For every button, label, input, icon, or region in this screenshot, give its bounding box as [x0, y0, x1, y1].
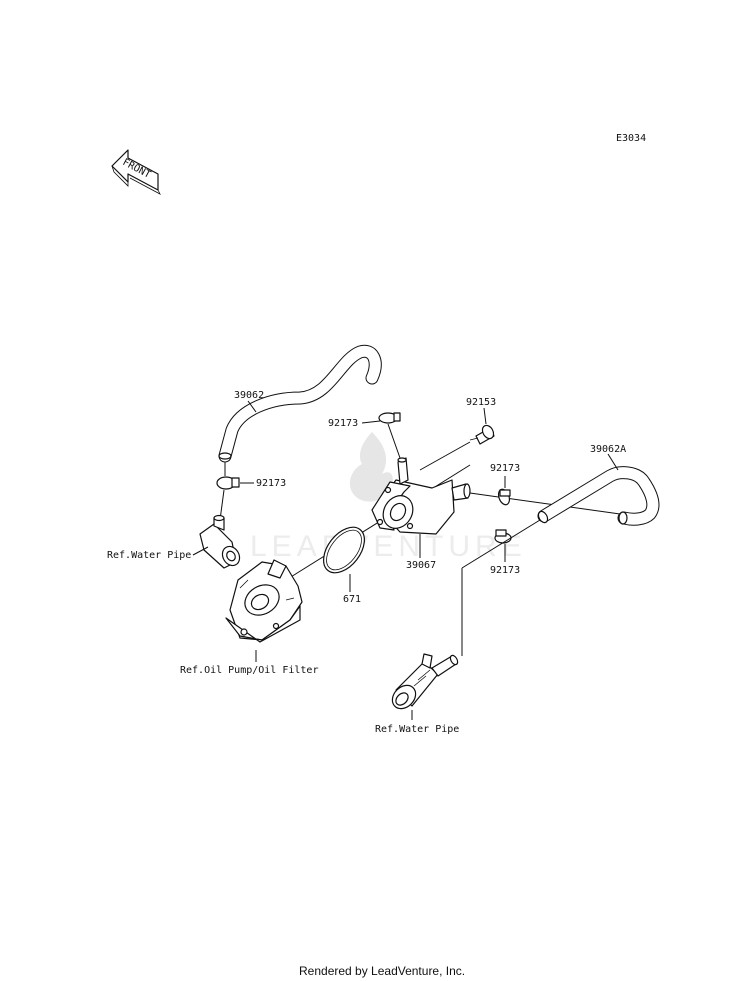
- leader-clamp-to-cooler: [387, 423, 401, 459]
- label-ref-water-pipe-bottom: Ref.Water Pipe: [375, 724, 459, 735]
- label-oil-cooler: 39067: [406, 560, 436, 571]
- watermark: LEADVENTURE: [250, 432, 527, 563]
- label-hose-39062: 39062: [234, 390, 264, 401]
- bolt-92153: [469, 424, 495, 445]
- hose-39062A: [537, 466, 660, 526]
- footer-credit: Rendered by LeadVenture, Inc.: [299, 964, 465, 978]
- label-bolt: 92153: [466, 397, 496, 408]
- label-clamp-right-lower: 92173: [490, 565, 520, 576]
- leader-bolt: [483, 407, 487, 425]
- clamp-upper-left: [216, 476, 240, 490]
- oil-pump-housing: [225, 559, 303, 643]
- clamp-upper-mid: [378, 412, 401, 424]
- watermark-text: LEADVENTURE: [250, 530, 527, 563]
- water-pipe-left: [199, 514, 241, 569]
- leader-clamp-upper-mid: [361, 420, 381, 424]
- flame-logo-icon: [349, 432, 393, 502]
- o-ring-671: [323, 526, 365, 574]
- clamp-right-upper: [497, 488, 511, 506]
- label-clamp-upper-mid: 92173: [328, 418, 358, 429]
- front-arrow-icon: FRONT: [111, 149, 161, 195]
- oil-cooler-39067: [371, 457, 471, 535]
- label-ref-oil-pump: Ref.Oil Pump/Oil Filter: [180, 665, 318, 676]
- diagram-code: E3034: [616, 133, 646, 144]
- leader-bolt-to-cooler: [419, 441, 471, 471]
- water-pipe-bottom: [391, 653, 459, 710]
- label-clamp-right-upper: 92173: [490, 463, 520, 474]
- label-hose-right: 39062A: [590, 444, 626, 455]
- leader-hose-right: [607, 453, 619, 471]
- leader-hose-to-pipe-bottom: [461, 519, 541, 569]
- leader-cooler-to-hose-right: [469, 492, 621, 515]
- leader-39062: [247, 400, 257, 413]
- label-ref-water-pipe-left: Ref.Water Pipe: [107, 550, 191, 561]
- leader-water-pipe-left: [192, 546, 209, 556]
- label-clamp-upper-left: 92173: [256, 478, 286, 489]
- hose-39062: [218, 344, 382, 463]
- label-o-ring: 671: [343, 594, 361, 605]
